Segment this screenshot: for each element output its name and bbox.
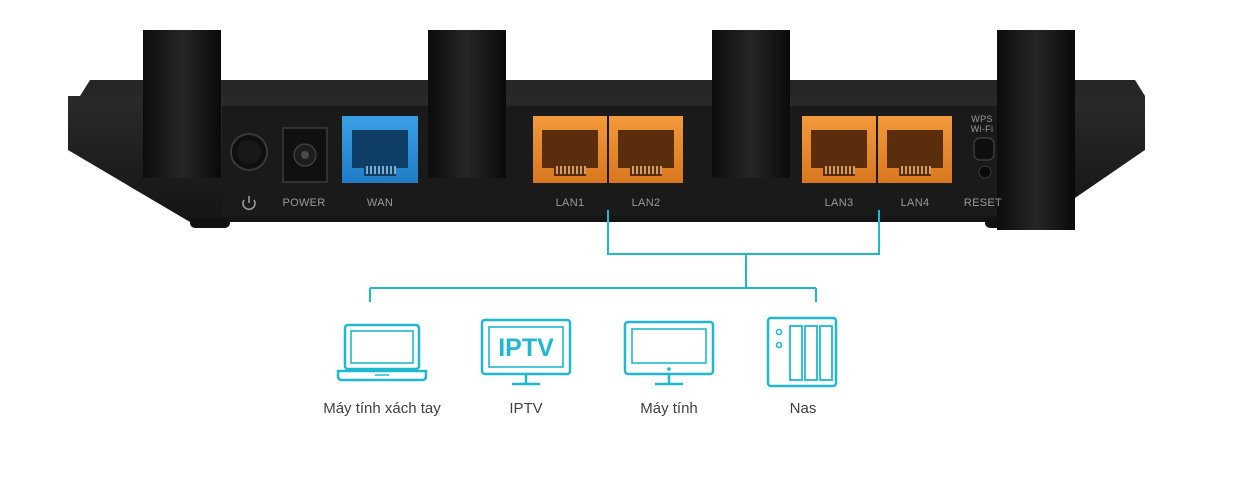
lan2-port-label: LAN2 <box>631 197 661 209</box>
laptop-label: Máy tính xách tay <box>323 400 441 417</box>
wps-label: WPS <box>971 114 993 124</box>
router-top-surface <box>80 80 1145 96</box>
laptop-icon <box>336 323 428 382</box>
antenna-1 <box>143 30 221 178</box>
antenna-2 <box>428 30 506 178</box>
monitor-power-dot <box>667 367 671 371</box>
power-button-cap <box>237 140 261 164</box>
router-foot-left <box>190 218 230 228</box>
monitor-icon <box>623 320 715 386</box>
power-switch-label <box>236 196 262 210</box>
nas-icon <box>766 316 838 388</box>
lan1-port[interactable] <box>533 116 607 183</box>
wps-wifi-button[interactable] <box>973 137 995 161</box>
power-symbol-icon <box>242 196 256 211</box>
connection-lines <box>369 210 880 302</box>
desktop-label: Máy tính <box>640 400 698 417</box>
lan2-port[interactable] <box>609 116 683 183</box>
lan4-port[interactable] <box>878 116 952 183</box>
power-jack-pin <box>301 151 309 159</box>
lan4-port-label: LAN4 <box>900 197 930 209</box>
iptv-screen-text: IPTV <box>498 334 554 362</box>
lan1-port-label: LAN1 <box>555 197 585 209</box>
antenna-4 <box>997 30 1075 230</box>
lan3-port-label: LAN3 <box>824 197 854 209</box>
reset-pinhole[interactable] <box>978 165 992 179</box>
wan-port-label: WAN <box>366 197 394 209</box>
iptv-label: IPTV <box>509 400 543 417</box>
lan3-port[interactable] <box>802 116 876 183</box>
wifi-label: Wi-Fi <box>970 124 994 134</box>
wan-port[interactable] <box>342 116 418 183</box>
reset-label: RESET <box>963 197 1003 209</box>
iptv-icon <box>480 318 572 386</box>
power-port-label: POWER <box>282 197 326 209</box>
nas-label: Nas <box>789 400 817 417</box>
antenna-3 <box>712 30 790 178</box>
